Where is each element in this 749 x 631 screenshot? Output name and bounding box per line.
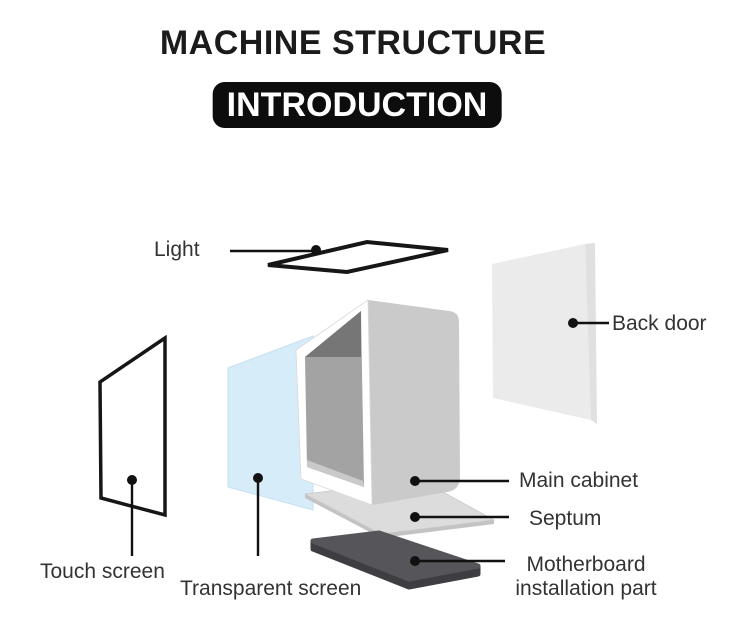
label-back-door: Back door bbox=[612, 312, 707, 335]
back-door-leader-dot bbox=[568, 318, 578, 328]
motherboard-leader-dot bbox=[410, 556, 420, 566]
transparent-screen-leader-dot bbox=[253, 473, 263, 483]
touch-screen-shape bbox=[98, 334, 167, 518]
label-motherboard-installation-part: Motherboard installation part bbox=[515, 553, 657, 600]
label-touch-screen: Touch screen bbox=[40, 560, 165, 583]
main-cabinet-interior-floor bbox=[307, 460, 364, 487]
septum-shape-side bbox=[305, 494, 494, 538]
introduction-badge: INTRODUCTION bbox=[212, 82, 502, 128]
label-main-cabinet: Main cabinet bbox=[519, 469, 639, 492]
main-cabinet-side-panel bbox=[368, 300, 460, 505]
main-cabinet-interior-ceiling bbox=[305, 311, 361, 357]
septum-leader-dot bbox=[410, 512, 420, 522]
label-septum: Septum bbox=[529, 507, 602, 530]
light-leader-dot bbox=[311, 245, 321, 255]
transparent-screen-shape bbox=[227, 335, 314, 511]
page-title: MACHINE STRUCTURE bbox=[159, 24, 547, 62]
touch-screen-leader-dot bbox=[127, 475, 137, 485]
back-door-panel bbox=[492, 244, 591, 420]
main-cabinet-leader-dot bbox=[410, 476, 420, 486]
light-shape bbox=[267, 239, 449, 275]
label-transparent-screen: Transparent screen bbox=[180, 577, 362, 600]
motherboard-part-top bbox=[310, 530, 481, 582]
back-door-panel-edge bbox=[585, 243, 597, 424]
label-light: Light bbox=[154, 238, 200, 261]
